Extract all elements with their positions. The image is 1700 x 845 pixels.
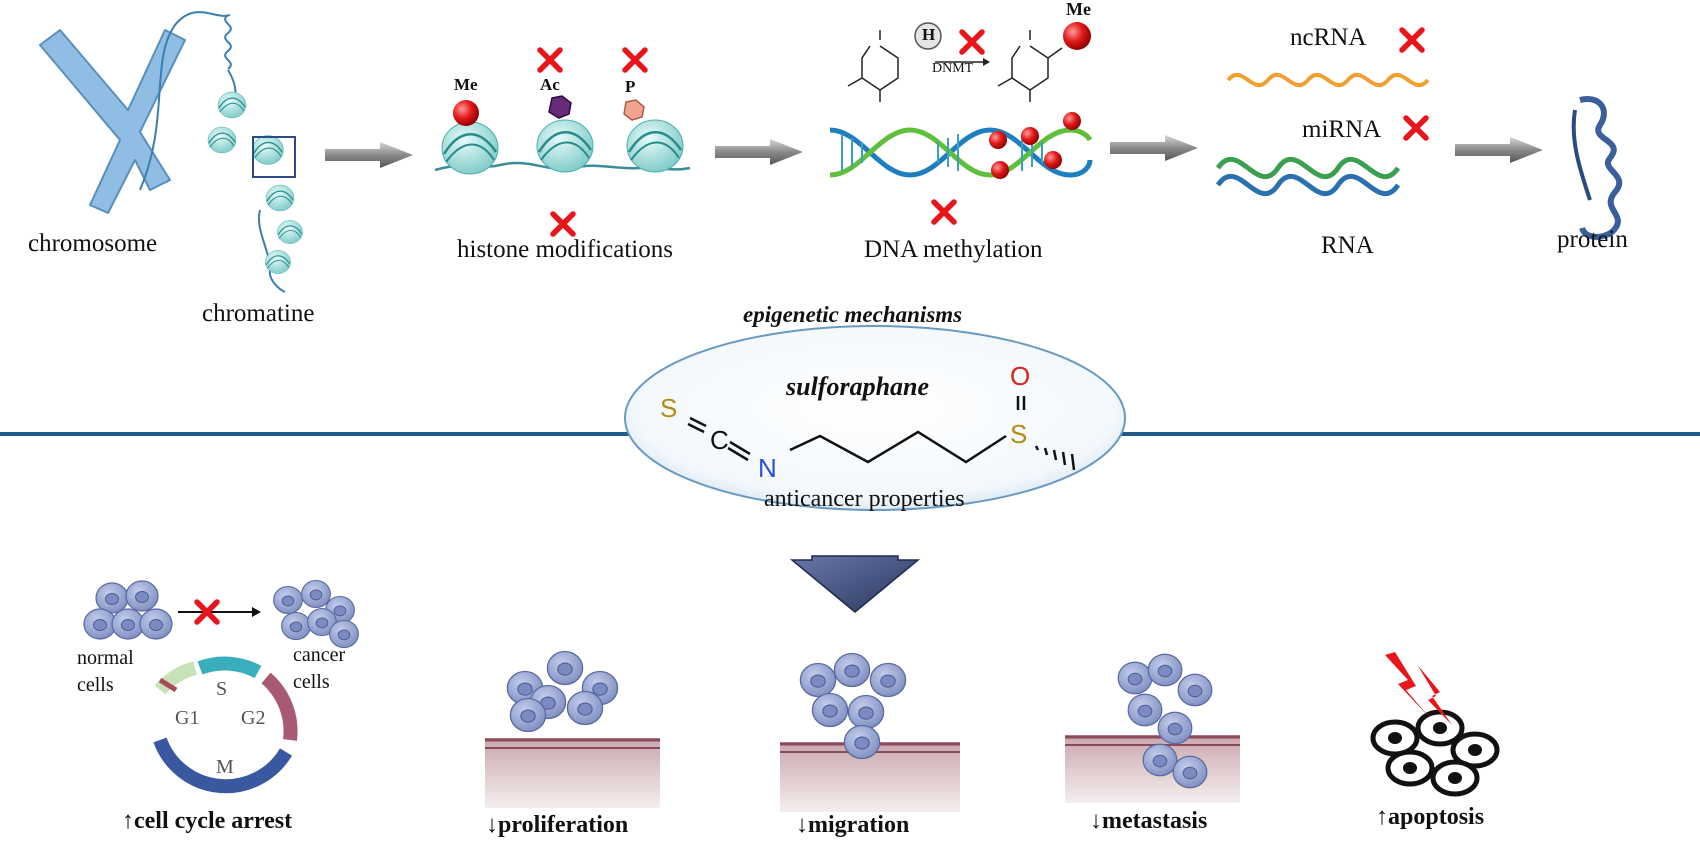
ncrna-strand (1226, 72, 1430, 88)
inhibit-dnmt-mark (962, 32, 982, 52)
flow-arrow-4 (1455, 137, 1543, 163)
cell-cycle-wheel (153, 656, 298, 794)
chromatine-label: chromatine (202, 300, 315, 327)
inhibit-histone-mark (553, 214, 573, 234)
phase-m: M (216, 756, 234, 778)
atom-c: C (710, 425, 729, 455)
outcome-metastasis: ↓metastasis (1090, 808, 1208, 834)
cancer-cells-cluster (273, 579, 359, 649)
mirna-strand (1215, 157, 1401, 196)
methyl-label: Me (1066, 0, 1091, 19)
atom-s2: S (1010, 419, 1028, 449)
dna-methylation-label: DNA methylation (864, 236, 1043, 263)
outcome-proliferation: ↓proliferation (486, 812, 629, 838)
inhibit-mirna-mark (1406, 118, 1426, 138)
proliferation-graphic (485, 650, 660, 808)
cytosine-structure (847, 30, 899, 102)
migration-graphic (780, 652, 960, 812)
inhibit-ncrna-mark (1402, 30, 1422, 50)
epigenetic-mechanisms-label: epigenetic mechanisms (743, 302, 963, 327)
atom-o: O (1010, 361, 1031, 391)
chromosome-label: chromosome (28, 230, 158, 257)
inhibit-p-mark (625, 50, 645, 70)
hydrogen-ball (914, 22, 942, 50)
phase-g1: G1 (175, 707, 200, 729)
atom-s1: S (660, 393, 678, 423)
normal-cells-label: cells (77, 674, 114, 696)
compound-ellipse (624, 325, 1126, 511)
dna-helix (829, 112, 1093, 179)
zoom-box (252, 136, 296, 178)
mirna-label: miRNA (1302, 116, 1382, 143)
methyl-ball (453, 100, 479, 126)
methylcytosine-structure (997, 30, 1063, 102)
inhibit-ac-mark (540, 50, 560, 70)
outcome-apoptosis: ↑apoptosis (1376, 804, 1485, 830)
protein-graphic (1571, 96, 1623, 240)
acetyl-hexagon (548, 95, 572, 119)
protein-label: protein (1557, 226, 1628, 253)
histone-modifications-label: histone modifications (457, 236, 673, 263)
cancer-cells-label: cells (293, 671, 330, 693)
phospho-hexagon (623, 99, 645, 121)
sulforaphane-structure (687, 396, 1076, 471)
dnmt-label: DNMT (932, 61, 974, 76)
ncrna-label: ncRNA (1290, 24, 1367, 51)
rna-label: RNA (1321, 232, 1374, 259)
compound-name: sulforaphane (786, 372, 930, 401)
down-arrow (789, 555, 921, 613)
hydrogen-label: H (922, 25, 936, 44)
apoptosis-graphic (1370, 652, 1500, 797)
methyl-ball-2 (1063, 22, 1091, 50)
mark-ac-label: Ac (540, 75, 560, 94)
phase-s: S (216, 678, 228, 700)
atom-n: N (758, 453, 777, 483)
flow-arrow-2 (715, 139, 803, 165)
mark-me-label: Me (454, 75, 478, 94)
mark-p-label: P (625, 77, 636, 96)
normal-label: normal (77, 647, 134, 669)
histone-graphic (434, 95, 691, 176)
cancer-label: cancer (293, 644, 346, 666)
anticancer-properties-label: anticancer properties (764, 486, 965, 512)
outcome-cell-cycle: ↑cell cycle arrest (122, 808, 293, 834)
outcome-migration: ↓migration (796, 812, 910, 838)
phase-g2: G2 (241, 707, 266, 729)
flow-arrow-3 (1110, 135, 1198, 161)
inhibit-dna-mark (934, 202, 954, 222)
metastasis-graphic (1065, 653, 1240, 803)
normal-cells-cluster (83, 580, 173, 640)
flow-arrow-1 (325, 142, 413, 168)
chromatin-nucleosomes (207, 91, 304, 275)
